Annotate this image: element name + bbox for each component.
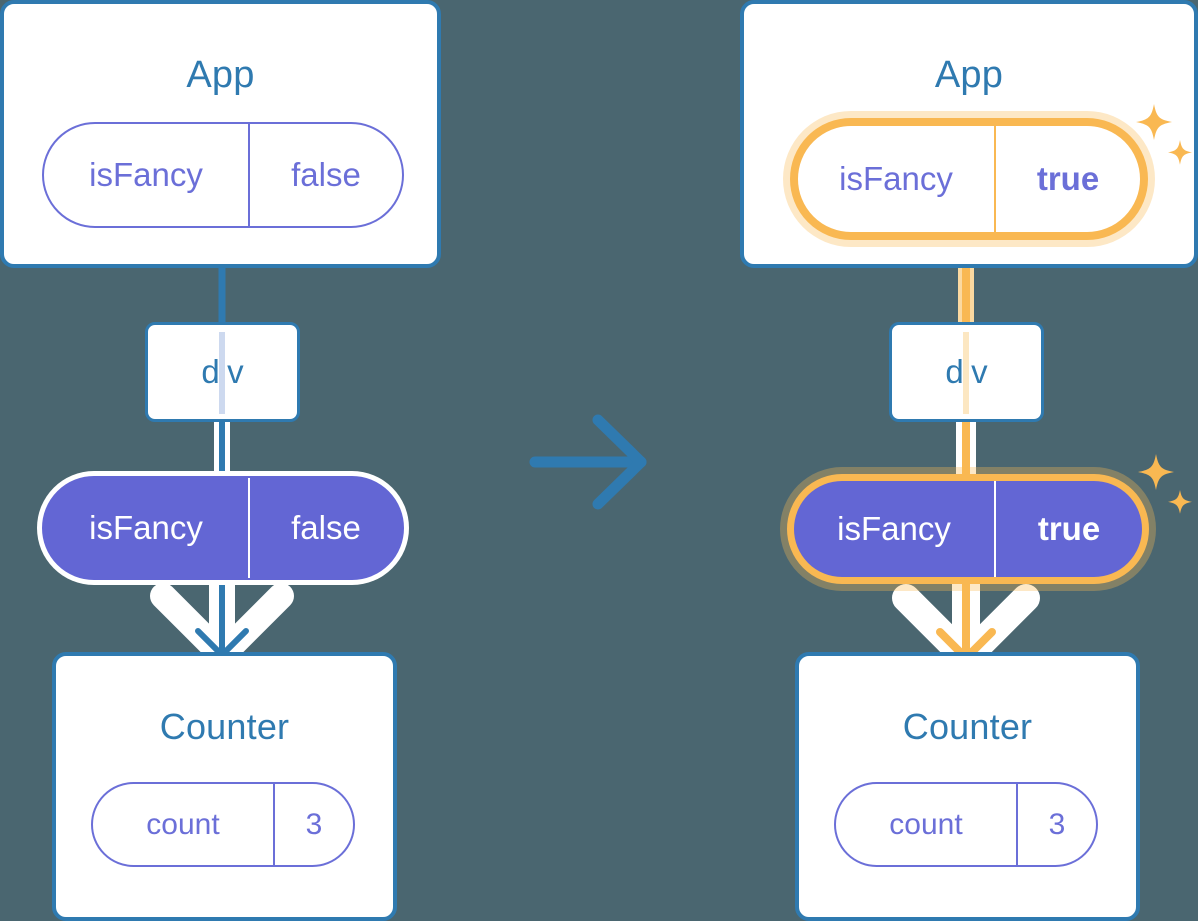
after-counter-state-pill[interactable]: count 3 bbox=[834, 782, 1098, 867]
before-app-title: App bbox=[186, 54, 255, 96]
sparkle-large-icon bbox=[1136, 104, 1172, 140]
after-prop-sparkle-group bbox=[1138, 454, 1192, 514]
after-app-state-name: isFancy bbox=[839, 160, 953, 197]
before-app-state-name: isFancy bbox=[89, 156, 203, 193]
sparkle-small-icon bbox=[1168, 490, 1192, 514]
before-counter-state-pill[interactable]: count 3 bbox=[91, 782, 355, 867]
after-counter-state-value: 3 bbox=[1016, 784, 1096, 865]
before-prop-name: isFancy bbox=[89, 509, 203, 546]
sparkle-small-icon bbox=[1168, 140, 1192, 165]
transition-arrow bbox=[529, 414, 647, 510]
after-div-inner-thread bbox=[963, 332, 969, 414]
sparkle-large-icon bbox=[1138, 454, 1174, 490]
after-prop-name: isFancy bbox=[837, 510, 951, 547]
after-prop-pill[interactable]: isFancy true bbox=[787, 474, 1149, 584]
after-app-state-value: true bbox=[994, 126, 1140, 232]
before-app-state-pill[interactable]: isFancy false bbox=[42, 122, 404, 228]
before-prop-value: false bbox=[248, 478, 402, 578]
after-prop-value: true bbox=[994, 481, 1142, 577]
before-div-inner-thread bbox=[219, 332, 225, 414]
after-counter-state-name: count bbox=[889, 807, 963, 841]
after-app-title: App bbox=[934, 54, 1004, 96]
after-counter-box: Counter bbox=[795, 652, 1140, 921]
before-prop-pill[interactable]: isFancy false bbox=[42, 476, 404, 580]
before-app-state-value: false bbox=[248, 124, 402, 226]
before-counter-state-name: count bbox=[146, 807, 220, 841]
after-counter-title: Counter bbox=[902, 706, 1033, 747]
before-counter-title: Counter bbox=[159, 706, 290, 747]
after-app-sparkle-group bbox=[1136, 104, 1192, 165]
after-app-state-pill[interactable]: isFancy true bbox=[790, 118, 1148, 240]
before-counter-state-value: 3 bbox=[273, 784, 353, 865]
